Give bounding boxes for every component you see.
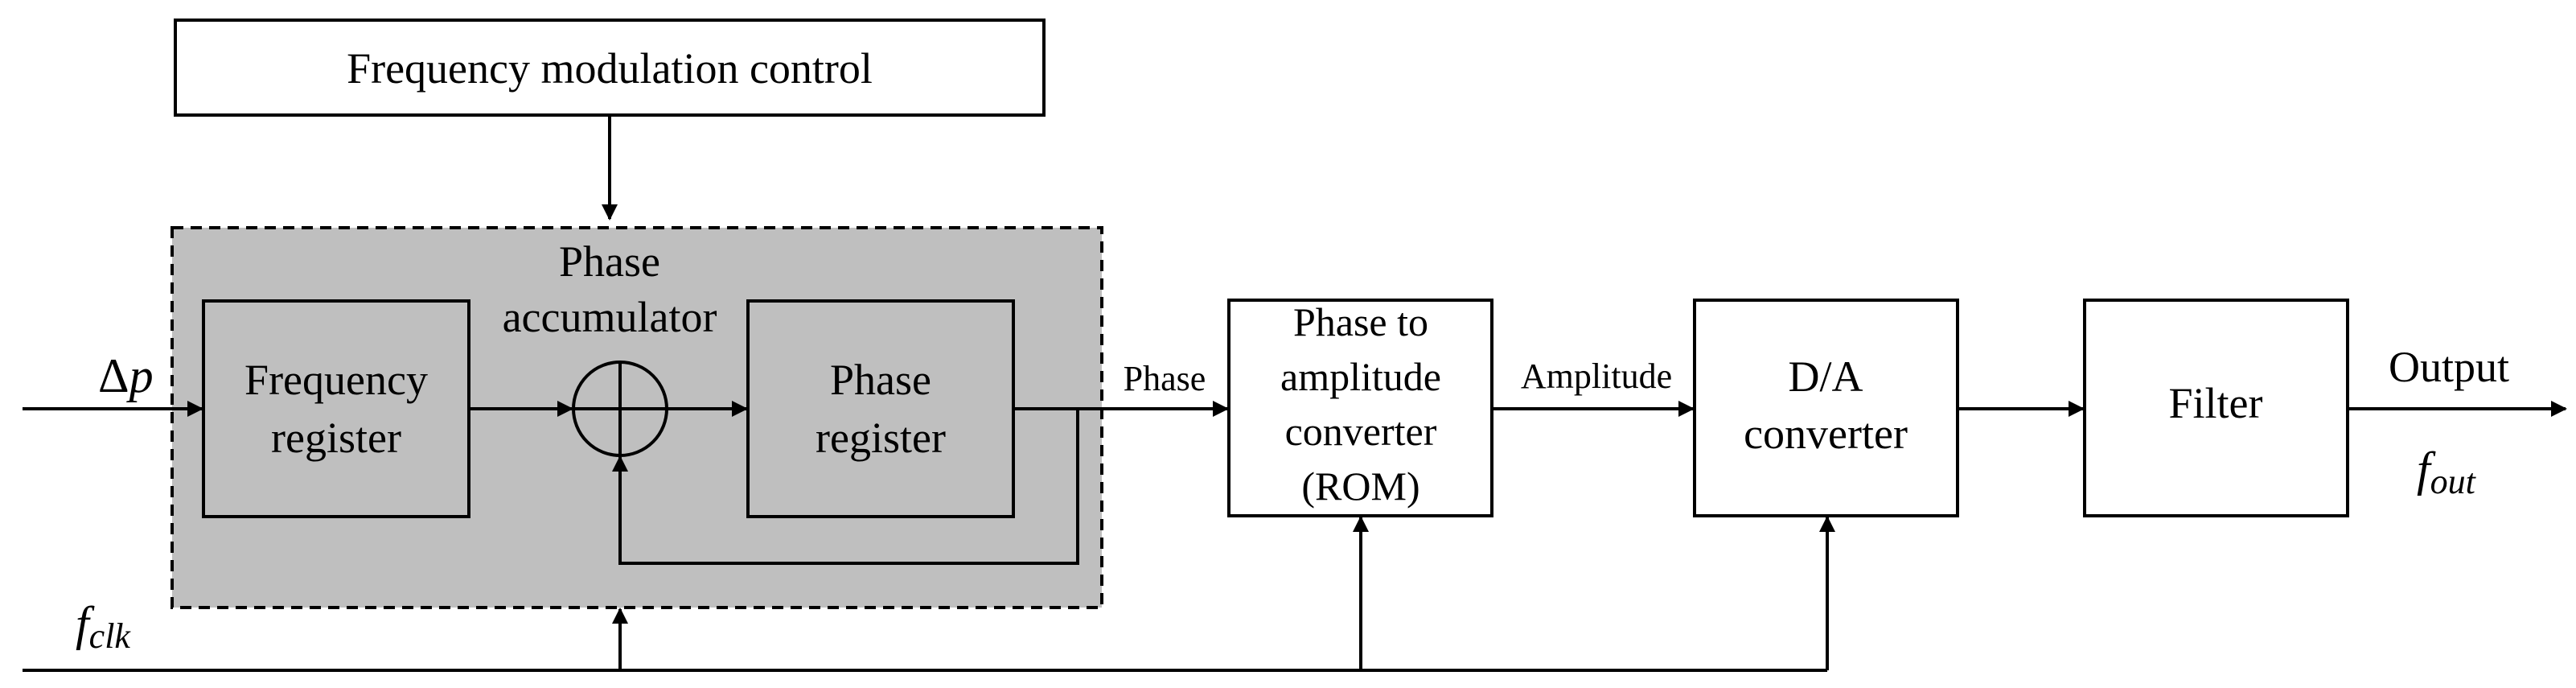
phase-register-label-line1: Phase xyxy=(830,356,931,404)
adder-symbol xyxy=(572,360,668,457)
da-converter-label-line1: D/A xyxy=(1789,352,1863,401)
fm-control-block: Frequency modulation control xyxy=(174,19,1046,117)
f-clk-label: fclk xyxy=(76,597,131,656)
da-converter-label-line2: converter xyxy=(1744,410,1908,458)
filter-block: Filter xyxy=(2083,299,2349,517)
frequency-register-block: Frequency register xyxy=(202,299,470,518)
phase-to-amplitude-block: Phase to amplitude converter (ROM) xyxy=(1227,299,1493,517)
p2a-label-line2: amplitude xyxy=(1280,354,1441,399)
output-label: Output xyxy=(2389,343,2509,391)
filter-label: Filter xyxy=(2169,379,2263,427)
phase-accumulator-label-line1: Phase xyxy=(559,237,660,286)
fm-control-label: Frequency modulation control xyxy=(347,44,873,93)
frequency-register-label-line1: Frequency xyxy=(244,356,428,404)
da-converter-block: D/A converter xyxy=(1693,299,1959,517)
p2a-label-line4: (ROM) xyxy=(1301,463,1419,509)
phase-register-block: Phase register xyxy=(746,299,1015,518)
frequency-register-label-line2: register xyxy=(271,414,401,462)
phase-signal-label: Phase xyxy=(1124,359,1206,398)
input-delta-p-label: Δp xyxy=(98,349,154,402)
p2a-label-line1: Phase to xyxy=(1293,299,1428,344)
amplitude-signal-label: Amplitude xyxy=(1521,356,1672,396)
phase-register-label-line2: register xyxy=(816,414,946,462)
f-out-label: fout xyxy=(2417,443,2477,501)
phase-accumulator-label-line2: accumulator xyxy=(503,293,717,341)
p2a-label-line3: converter xyxy=(1285,409,1437,454)
